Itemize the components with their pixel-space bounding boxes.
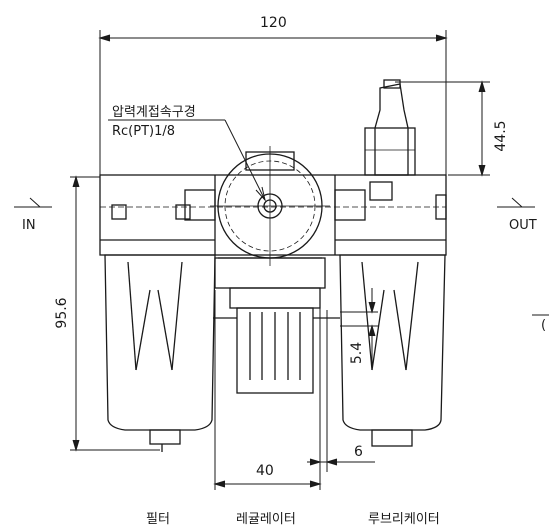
body-height-dimension	[70, 175, 160, 452]
filter-label: 필터	[146, 512, 170, 527]
regulator-bowl	[213, 287, 340, 394]
inlet-arrow	[14, 197, 52, 208]
inlet-label: IN	[22, 218, 36, 233]
regulator-width-label: 40	[256, 463, 274, 479]
regulator-width-dimension	[213, 290, 322, 490]
port-gap-dimension	[307, 310, 375, 472]
lubricator-cap	[364, 79, 416, 176]
lubricator-label: 루브리케이터	[368, 512, 440, 527]
gauge-height-dimension	[395, 80, 490, 177]
filter-bowl	[104, 254, 216, 452]
overall-width-label: 120	[260, 15, 287, 31]
regulator-label: 레귤레이터	[236, 512, 296, 527]
manifold-body	[99, 174, 447, 256]
body-height-label: 95.6	[54, 297, 70, 329]
edge-mark: (	[541, 318, 547, 333]
gauge-port-label-ko: 압력계접속구경	[112, 105, 196, 120]
lubricator-bowl	[339, 254, 446, 447]
gauge-port-label-thread: Rc(PT)1/8	[112, 124, 176, 139]
outlet-arrow	[497, 197, 535, 208]
overall-width-dimension	[98, 30, 448, 175]
port-gap-label: 6	[354, 444, 363, 460]
port-offset-dimension	[340, 288, 378, 370]
gauge-port-leader	[108, 119, 266, 202]
port-offset-label: 5.4	[349, 341, 365, 365]
outlet-label: OUT	[509, 218, 537, 233]
regulator-dome	[210, 146, 330, 289]
gauge-height-label: 44.5	[493, 120, 509, 152]
